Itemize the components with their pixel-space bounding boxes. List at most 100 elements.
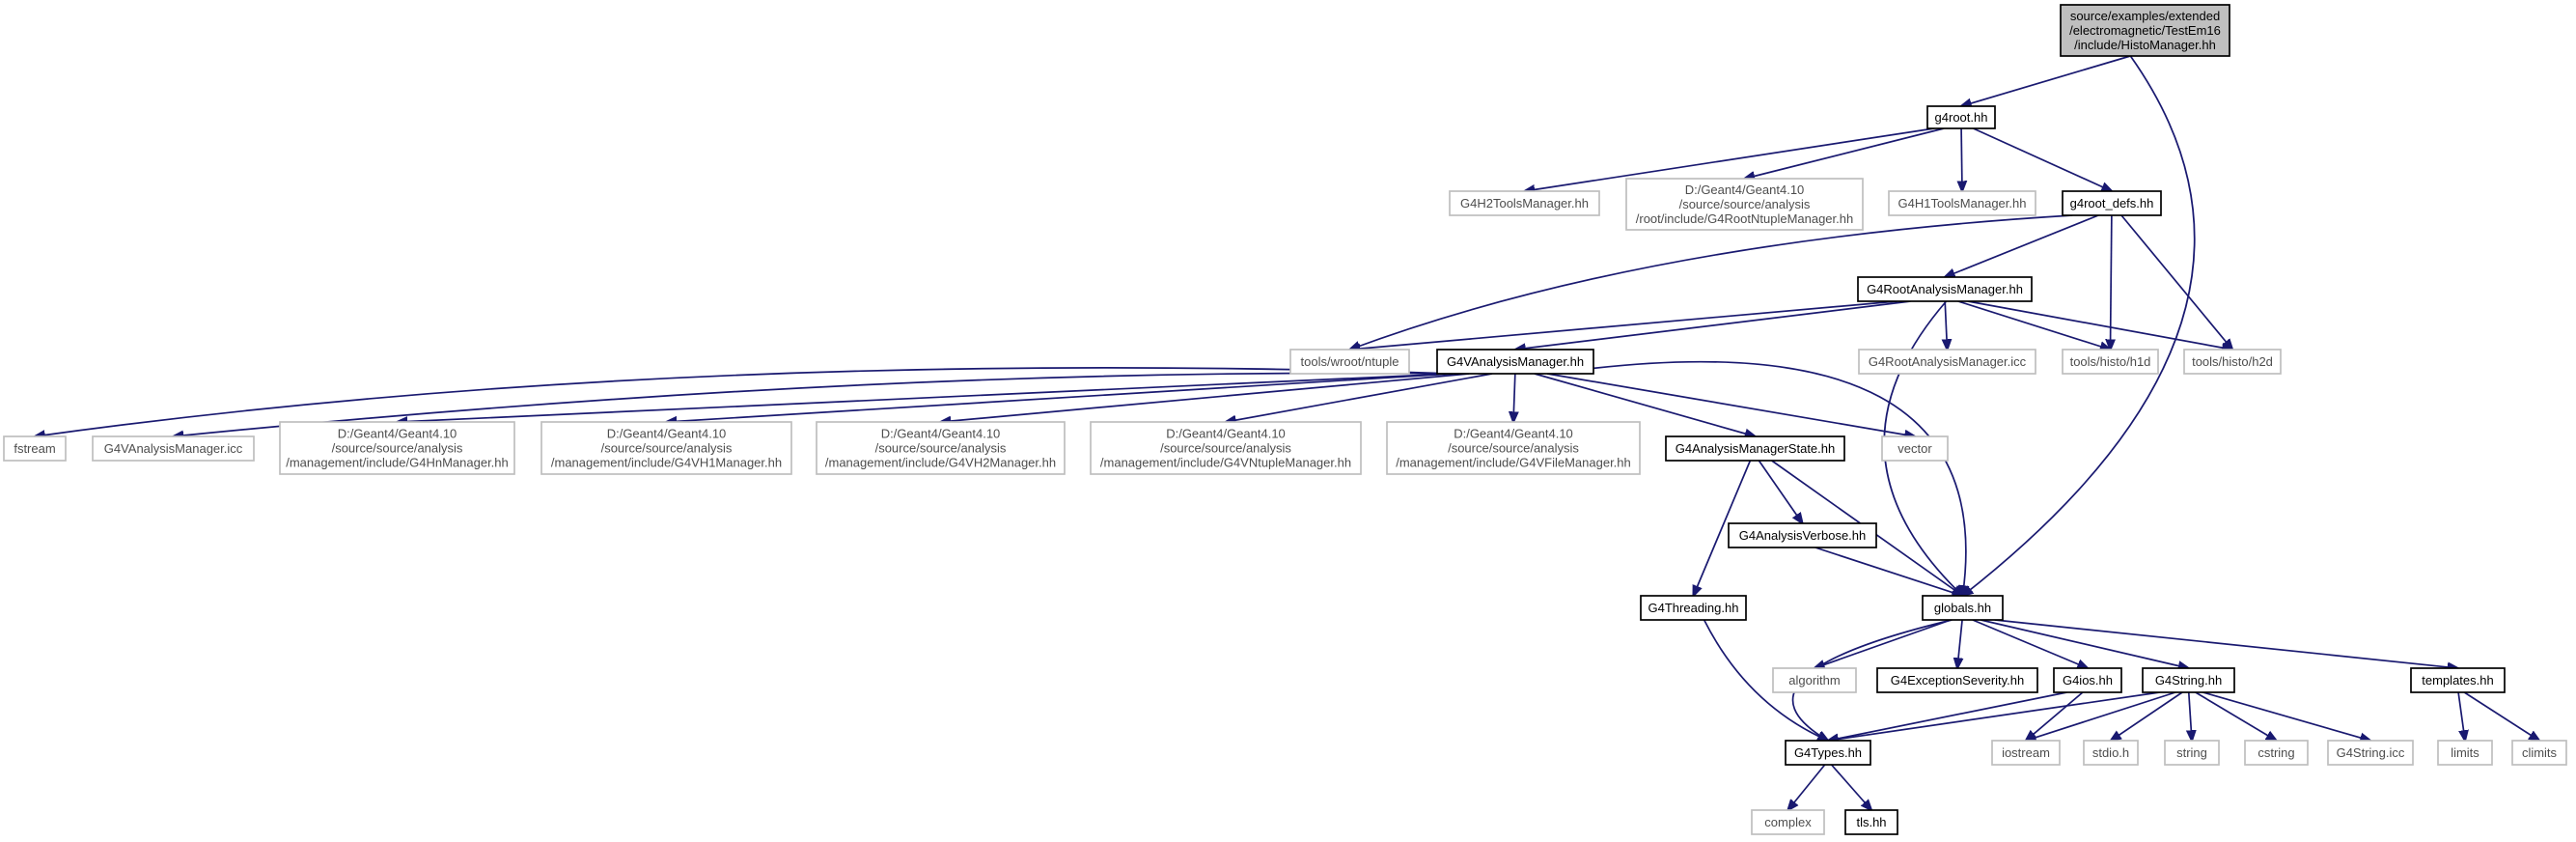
node-box	[1922, 595, 2004, 621]
edge-g4threading-to-g4types	[1703, 619, 1828, 741]
node-g4root: g4root.hh	[1926, 105, 1996, 129]
node-box	[1881, 435, 1949, 462]
edge-g4rootam-to-g4vam	[1515, 300, 1911, 350]
node-g4amstate: G4AnalysisManagerState.hh	[1665, 435, 1845, 462]
edge-g4vam-to-g4vh1	[667, 373, 1454, 422]
node-label: tools/histo/h1d	[2070, 354, 2151, 369]
node-label: G4Types.hh	[1794, 745, 1862, 760]
node-label: stdio.h	[2092, 745, 2129, 760]
node-box	[1876, 667, 2038, 693]
node-label: D:/Geant4/Geant4.10	[338, 427, 457, 441]
node-box	[1888, 190, 2036, 216]
node-box	[2164, 740, 2220, 766]
node-label: /management/include/G4HnManager.hh	[286, 456, 509, 470]
edge-g4vam-to-g4amstate	[1534, 373, 1756, 436]
node-label: D:/Geant4/Geant4.10	[1685, 182, 1805, 197]
edge-g4vam-to-globals	[1550, 360, 1966, 596]
node-string: string	[2164, 740, 2220, 766]
edge-g4vam-to-fstream	[35, 367, 1454, 436]
node-label: limits	[2451, 745, 2479, 760]
edge-g4vam-to-g4vamicc	[174, 372, 1454, 436]
edge-g4vam-to-vector	[1546, 373, 1915, 436]
node-box	[2060, 4, 2230, 57]
edge-templates-to-climits	[2463, 691, 2539, 741]
node-label: vector	[1897, 441, 1932, 456]
edge-g4string-to-cstring	[2195, 691, 2277, 741]
node-g4vntuple: D:/Geant4/Geant4.10/source/source/analys…	[1090, 421, 1362, 475]
node-box	[1785, 740, 1871, 766]
node-label: /source/source/analysis	[1448, 441, 1579, 456]
edge-g4averbose-to-globals	[1814, 547, 1963, 596]
node-box	[2062, 349, 2159, 375]
node-label: /electromagnetic/TestEm16	[2069, 23, 2221, 38]
node-g4rootntuple: D:/Geant4/Geant4.10/source/source/analys…	[1625, 178, 1864, 231]
node-label: D:/Geant4/Geant4.10	[881, 427, 1001, 441]
node-algorithm: algorithm	[1772, 667, 1857, 693]
node-label: G4RootAnalysisManager.hh	[1867, 282, 2023, 296]
edge-globals-to-g4ios	[1972, 619, 2088, 668]
edge-g4rootdefs-to-g4rootam	[1945, 214, 2099, 277]
node-g4exception: G4ExceptionSeverity.hh	[1876, 667, 2038, 693]
node-box	[1844, 809, 1898, 835]
edge-g4rootam-to-h1d	[1957, 300, 2111, 350]
node-label: tools/histo/h2d	[2192, 354, 2273, 369]
node-g4vam: G4VAnalysisManager.hh	[1436, 349, 1594, 375]
node-label: G4ExceptionSeverity.hh	[1891, 673, 2025, 688]
edge-g4root-to-g4h2tools	[1525, 127, 1935, 191]
node-label: G4AnalysisVerbose.hh	[1739, 528, 1867, 543]
node-box	[92, 435, 255, 462]
node-label: g4root.hh	[1935, 110, 1988, 125]
node-box	[1289, 349, 1410, 375]
edge-g4rootdefs-to-wroot	[1350, 214, 2073, 350]
node-box	[816, 421, 1066, 475]
node-label: G4RootAnalysisManager.icc	[1869, 354, 2027, 369]
edge-g4string-to-stdio	[2111, 691, 2183, 741]
node-label: D:/Geant4/Geant4.10	[1454, 427, 1573, 441]
node-climits: climits	[2511, 740, 2567, 766]
node-g4rootamicc: G4RootAnalysisManager.icc	[1858, 349, 2036, 375]
node-box	[1386, 421, 1641, 475]
node-box	[1858, 349, 2036, 375]
node-box	[2062, 190, 2162, 216]
node-box	[2437, 740, 2493, 766]
node-label: G4VAnalysisManager.hh	[1447, 354, 1584, 369]
node-label: G4Threading.hh	[1648, 601, 1739, 615]
node-box	[1728, 522, 1877, 548]
node-box	[2183, 349, 2282, 375]
node-box	[1857, 276, 2033, 302]
edge-templates-to-limits	[2457, 691, 2465, 741]
node-box	[1991, 740, 2061, 766]
node-label: algorithm	[1788, 673, 1840, 688]
node-g4threading: G4Threading.hh	[1640, 595, 1747, 621]
node-label: cstring	[2257, 745, 2294, 760]
node-box	[2083, 740, 2139, 766]
edge-g4string-to-g4stringicc	[2202, 691, 2370, 741]
edge-g4string-to-g4types	[1828, 691, 2160, 741]
node-label: fstream	[14, 441, 55, 456]
node-box	[1665, 435, 1845, 462]
node-wroot: tools/wroot/ntuple	[1289, 349, 1410, 375]
node-label: globals.hh	[1934, 601, 1991, 615]
node-label: tls.hh	[1856, 815, 1886, 829]
edge-g4string-to-iostream	[2026, 691, 2176, 741]
node-label: /management/include/G4VH2Manager.hh	[825, 456, 1056, 470]
node-cstring: cstring	[2244, 740, 2309, 766]
node-h2d: tools/histo/h2d	[2183, 349, 2282, 375]
node-g4stringicc: G4String.icc	[2327, 740, 2414, 766]
node-label: /source/source/analysis	[1160, 441, 1291, 456]
node-label: templates.hh	[2422, 673, 2493, 688]
node-g4vfile: D:/Geant4/Geant4.10/source/source/analys…	[1386, 421, 1641, 475]
node-globals: globals.hh	[1922, 595, 2004, 621]
node-label: /include/HistoManager.hh	[2074, 38, 2216, 52]
node-box	[2327, 740, 2414, 766]
node-g4ios: G4ios.hh	[2053, 667, 2122, 693]
edge-g4rootdefs-to-h1d	[2111, 214, 2112, 350]
node-g4string: G4String.hh	[2142, 667, 2235, 693]
edge-root-to-g4root	[1961, 55, 2131, 106]
node-box	[1090, 421, 1362, 475]
edge-g4rootam-to-h2d	[1967, 300, 2232, 350]
edge-g4vam-to-g4hn	[398, 373, 1454, 422]
edge-g4root-to-g4rootdefs	[1973, 127, 2112, 191]
node-g4rootam: G4RootAnalysisManager.hh	[1857, 276, 2033, 302]
node-box	[1772, 667, 1857, 693]
